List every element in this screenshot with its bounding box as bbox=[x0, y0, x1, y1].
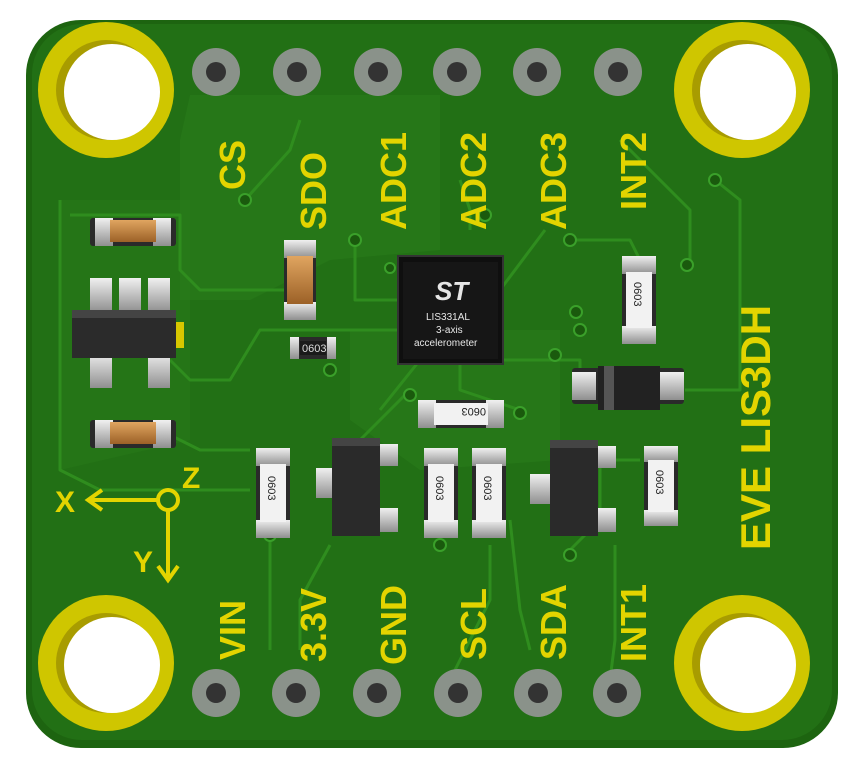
small-resistor: 0603 bbox=[290, 337, 336, 359]
resistor-r3-code: 0603 bbox=[265, 476, 277, 500]
pin-label-sda: SDA bbox=[533, 584, 574, 660]
pin-label-adc2: ADC2 bbox=[453, 132, 494, 230]
pin-label-adc1: ADC1 bbox=[373, 132, 414, 230]
diode bbox=[572, 366, 684, 410]
pin-label-gnd: GND bbox=[373, 585, 414, 665]
pin-label-sdo: SDO bbox=[293, 152, 334, 230]
resistor-r4: 0603 bbox=[424, 448, 458, 538]
accelerometer-ic: ST LIS331AL 3-axis accelerometer bbox=[397, 255, 504, 365]
transistor-q1 bbox=[316, 438, 398, 536]
pin-label-adc3: ADC3 bbox=[533, 132, 574, 230]
pin-label-vin: VIN bbox=[212, 600, 253, 660]
regulator-sot23 bbox=[72, 278, 184, 388]
mounting-hole-bottom-left bbox=[38, 595, 174, 731]
transistor-q2 bbox=[530, 440, 616, 536]
top-pin-labels: CS SDO ADC1 ADC2 ADC3 INT2 bbox=[212, 132, 654, 230]
axis-indicator bbox=[84, 488, 180, 584]
st-logo-icon: ST bbox=[435, 276, 470, 306]
resistor-r1-code: 0603 bbox=[631, 282, 643, 306]
axis-label-y: Y bbox=[133, 546, 153, 579]
resistor-r2: 0603 bbox=[418, 400, 504, 428]
mounting-hole-top-left bbox=[38, 22, 174, 158]
header-pads-top bbox=[192, 48, 642, 96]
bottom-pin-labels: VIN 3.3V GND SCL SDA INT1 bbox=[212, 584, 654, 665]
chip-part-number: LIS331AL bbox=[426, 312, 470, 323]
resistor-r5-code: 0603 bbox=[481, 476, 493, 500]
resistor-r3: 0603 bbox=[256, 448, 290, 538]
resistor-r1: 0603 bbox=[622, 256, 656, 344]
chip-desc-line1: 3-axis bbox=[436, 325, 463, 336]
chip-desc-line2: accelerometer bbox=[414, 338, 478, 349]
pin-label-cs: CS bbox=[212, 140, 253, 190]
resistor-r5: 0603 bbox=[472, 448, 506, 538]
pin-label-3v3: 3.3V bbox=[293, 588, 334, 662]
axis-label-z: Z bbox=[182, 462, 200, 495]
resistor-r4-code: 0603 bbox=[433, 476, 445, 500]
pin-label-int2: INT2 bbox=[613, 132, 654, 210]
capacitor-c2 bbox=[90, 420, 176, 448]
pin-label-int1: INT1 bbox=[613, 584, 654, 662]
capacitor-c3 bbox=[284, 240, 316, 320]
small-resistor-code: 0603 bbox=[302, 343, 326, 355]
resistor-r2-code: 0603 bbox=[462, 405, 486, 417]
mounting-hole-bottom-right bbox=[674, 595, 810, 731]
header-pads-bottom bbox=[192, 669, 641, 717]
resistor-r6-code: 0603 bbox=[653, 470, 665, 494]
resistor-r6: 0603 bbox=[644, 446, 678, 526]
pin-label-scl: SCL bbox=[453, 588, 494, 660]
capacitor-c1 bbox=[90, 218, 176, 246]
mounting-hole-top-right bbox=[674, 22, 810, 158]
axis-label-x: X bbox=[55, 486, 75, 519]
board-name: EVE LIS3DH bbox=[732, 305, 779, 550]
